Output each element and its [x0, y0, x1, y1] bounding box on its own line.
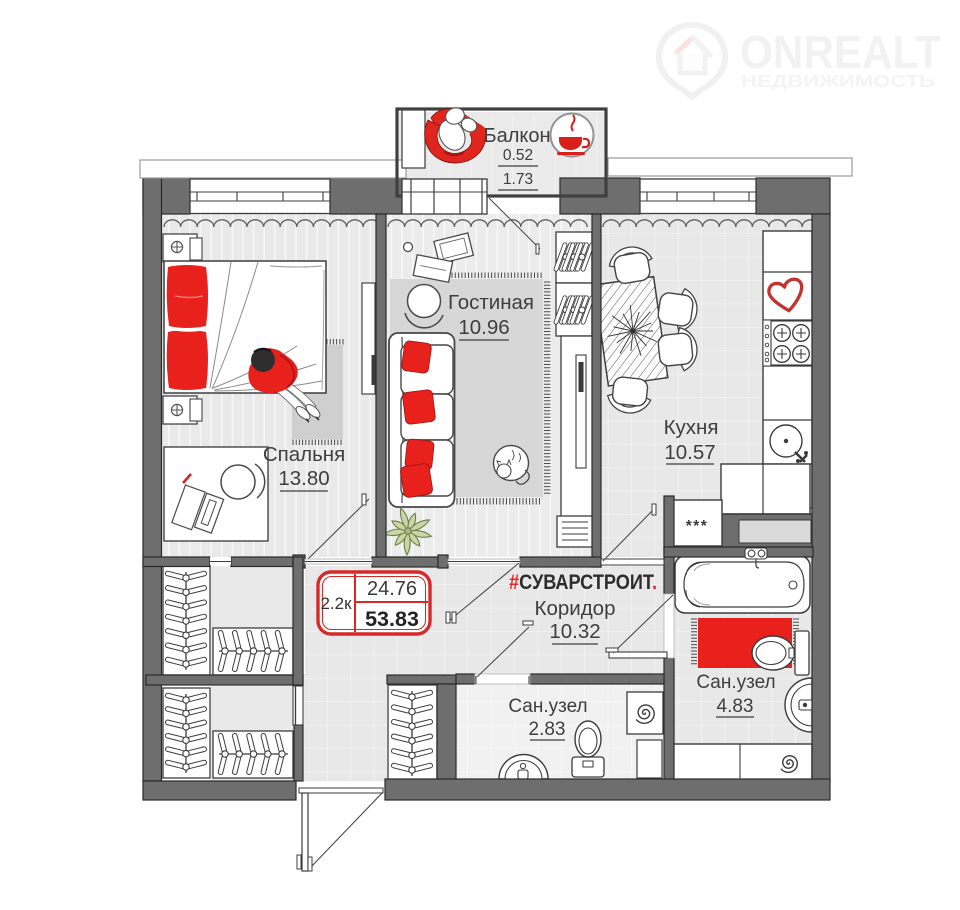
- svg-text:0.52: 0.52: [503, 147, 533, 164]
- svg-text:53.83: 53.83: [365, 607, 419, 631]
- svg-text:Сан.узел: Сан.узел: [508, 696, 587, 717]
- svg-text:ONREALT: ONREALT: [740, 26, 941, 78]
- svg-text:2.2к: 2.2к: [320, 594, 352, 613]
- svg-text:10.96: 10.96: [458, 316, 509, 339]
- svg-text:Балкон: Балкон: [483, 125, 550, 147]
- svg-text:Сан.узел: Сан.узел: [696, 672, 775, 693]
- svg-text:Кухня: Кухня: [664, 416, 719, 439]
- svg-text:Гостиная: Гостиная: [448, 291, 534, 314]
- svg-text:1.73: 1.73: [503, 171, 533, 188]
- svg-text:4.83: 4.83: [717, 696, 754, 717]
- svg-text:13.80: 13.80: [278, 467, 329, 490]
- svg-text:НЕДВИЖИМОСТЬ: НЕДВИЖИМОСТЬ: [741, 71, 935, 91]
- svg-text:24.76: 24.76: [367, 578, 417, 600]
- svg-text:10.57: 10.57: [664, 441, 715, 464]
- svg-text:2.83: 2.83: [529, 719, 566, 740]
- svg-text:#СУВАРСТРОИТ.: #СУВАРСТРОИТ.: [509, 571, 657, 594]
- svg-text:Коридор: Коридор: [535, 597, 616, 620]
- svg-text:***: ***: [686, 518, 709, 535]
- svg-text:Спальня: Спальня: [263, 443, 345, 466]
- svg-text:10.32: 10.32: [549, 620, 600, 643]
